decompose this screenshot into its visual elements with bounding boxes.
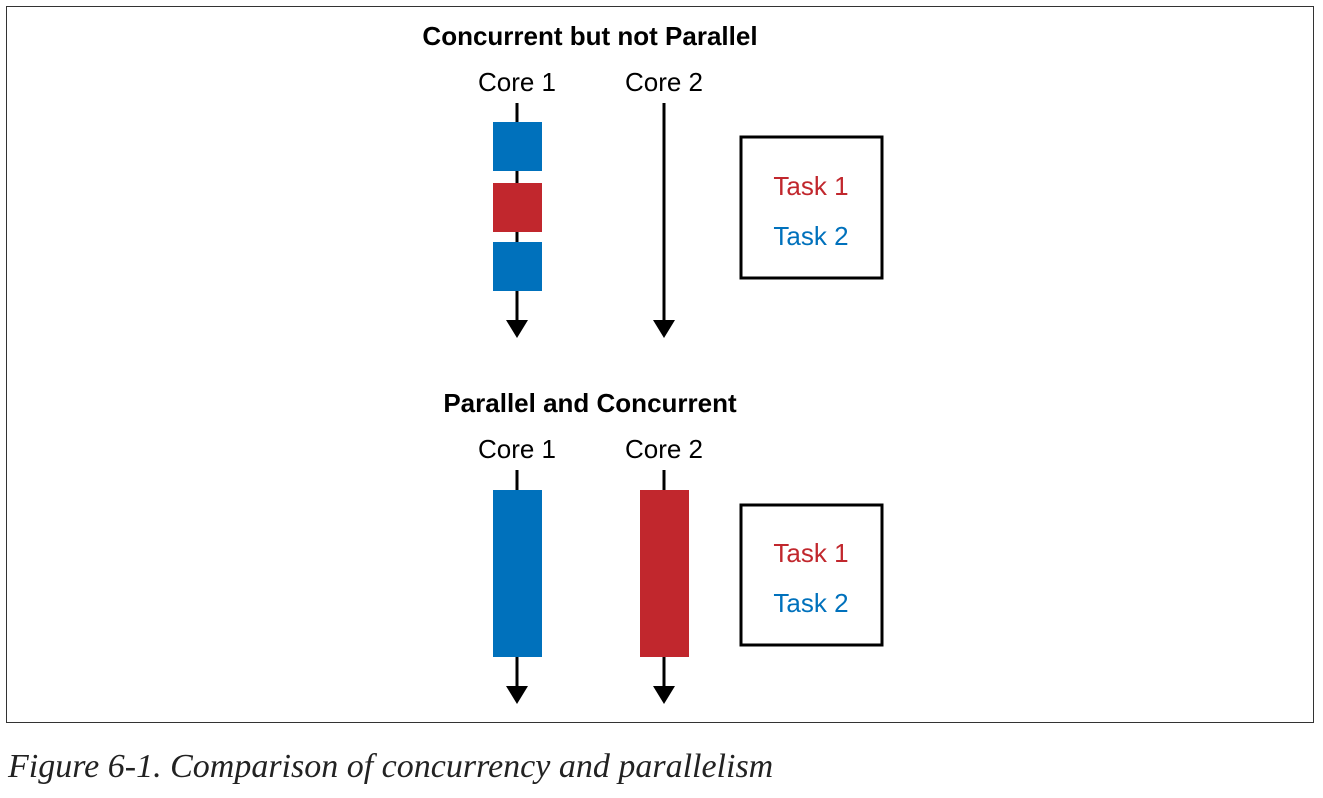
core-timeline-core-2: Core 2: [625, 67, 703, 338]
section-title: Parallel and Concurrent: [443, 388, 737, 418]
legend-task-1: Task 1: [773, 538, 848, 568]
core-timeline-core-2: Core 2: [625, 434, 703, 704]
timeline-arrowhead: [506, 320, 528, 338]
section-title: Concurrent but not Parallel: [422, 21, 757, 51]
core-label: Core 1: [478, 434, 556, 464]
core-timeline-core-1: Core 1: [478, 67, 556, 338]
task-2-block: [493, 122, 542, 171]
core-label: Core 2: [625, 67, 703, 97]
timeline-arrowhead: [653, 320, 675, 338]
timeline-arrowhead: [506, 686, 528, 704]
section-concurrent-not-parallel: Concurrent but not Parallel Core 1 Core …: [422, 21, 884, 338]
core-timeline-core-1: Core 1: [478, 434, 556, 704]
legend-task-2: Task 2: [773, 221, 848, 251]
core-label: Core 1: [478, 67, 556, 97]
legend-frame: [739, 503, 884, 647]
figure-caption: Figure 6-1. Comparison of concurrency an…: [8, 748, 774, 785]
task-1-block: [493, 183, 542, 232]
section-parallel-and-concurrent: Parallel and Concurrent Core 1 Core 2 Ta…: [443, 388, 884, 704]
task-2-block: [493, 242, 542, 291]
legend-box: Task 1 Task 2: [739, 135, 884, 280]
task-2-block: [493, 490, 542, 657]
legend-frame: [739, 135, 884, 280]
legend-box: Task 1 Task 2: [739, 503, 884, 647]
core-label: Core 2: [625, 434, 703, 464]
legend-task-1: Task 1: [773, 171, 848, 201]
task-1-block: [640, 490, 689, 657]
timeline-arrowhead: [653, 686, 675, 704]
legend-task-2: Task 2: [773, 588, 848, 618]
